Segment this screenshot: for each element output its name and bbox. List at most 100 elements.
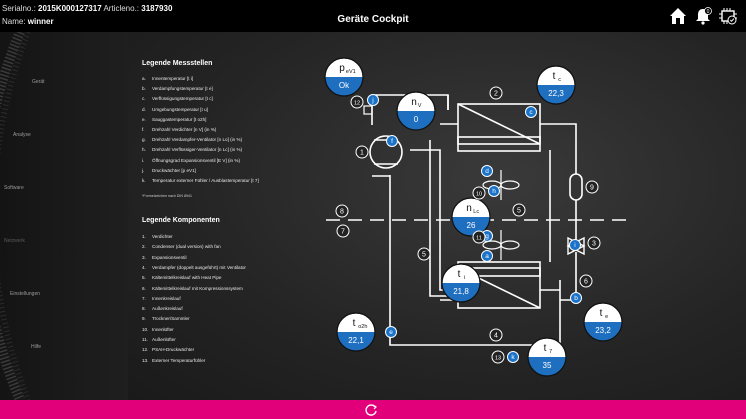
- component-number: 12: [350, 95, 364, 109]
- legend-komponenten-item: 8. Außenkreislauf: [142, 306, 183, 311]
- device-chip-icon[interactable]: [718, 6, 738, 26]
- component-number: 4: [489, 328, 503, 342]
- legend-text: Innenkreislauf: [152, 295, 181, 301]
- legend-key: 4.: [142, 264, 146, 270]
- sensor-tag-j[interactable]: j: [367, 94, 379, 106]
- legend-key: j.: [142, 167, 145, 173]
- legend-key: 6.: [142, 285, 146, 291]
- sidebar-item-netzwerk[interactable]: Netzwerk: [4, 238, 25, 244]
- gauge-value: Ok: [339, 81, 350, 90]
- component-number: 1: [355, 145, 369, 159]
- sensor-tag-k[interactable]: k: [507, 351, 519, 363]
- legend-text: PSAH-Druckwächter: [152, 347, 195, 353]
- legend-key: a.: [142, 76, 146, 81]
- legend-komponenten-item: 11.Außenlüfter: [142, 337, 176, 342]
- refresh-icon[interactable]: [364, 403, 378, 417]
- component-number-label: 12: [354, 100, 360, 106]
- gauge-value: 22,1: [348, 336, 364, 345]
- legend-messstellen-item: b.Verdampfungstemperatur [t e]: [142, 86, 213, 91]
- legend-text: Druckwächter [p eV1]: [152, 167, 196, 173]
- legend-text: Verflüssigungstemperatur [t c]: [152, 96, 213, 102]
- component-number-label: 5: [422, 251, 426, 258]
- component-number: 5: [417, 247, 431, 261]
- legend-komponenten-item: 1.Verdichter: [142, 234, 173, 239]
- component-number: 8: [335, 204, 349, 218]
- gauge-sub-label: eV1: [346, 69, 356, 75]
- legend-komponenten-item: 6.Kältemittelkreislauf mit Kompressionss…: [142, 286, 243, 291]
- legend-messstellen-item: j. Druckwächter [p eV1]: [142, 168, 196, 173]
- sensor-tag-label: j: [371, 97, 373, 104]
- sidebar-item-geraet[interactable]: Gerät: [32, 79, 45, 85]
- serial-label: Serialno.:: [2, 4, 36, 13]
- legend-text: Condenser (dual version) with fan: [152, 244, 221, 250]
- gauge-label: p: [339, 63, 345, 74]
- sensor-tag-b[interactable]: b: [570, 292, 582, 304]
- legend-text: Verdichter: [152, 234, 173, 239]
- gauge-label: n: [466, 203, 472, 214]
- sensor-tag-label: g: [485, 233, 489, 240]
- gauge-label: t: [553, 71, 556, 82]
- sidebar-item-hilfe[interactable]: Hilfe: [31, 344, 42, 350]
- gauge-label: t: [544, 343, 547, 354]
- legend-key: f.: [142, 127, 145, 132]
- bottom-bar: [0, 400, 746, 419]
- sensor-tag-c[interactable]: c: [525, 106, 537, 118]
- gauge-sub-label: Lc: [473, 209, 479, 215]
- sidebar-item-einstellungen[interactable]: Einstellungen: [10, 291, 41, 297]
- legend-messstellen-title: Legende Messstellen: [142, 60, 213, 67]
- component-number: 11: [472, 230, 486, 244]
- legend-key: 13.: [142, 357, 149, 363]
- legend-text: Drehzahl Verdampfer-Ventilator [n Lo] (i…: [152, 137, 243, 143]
- legend-key: 8.: [142, 306, 146, 312]
- sidebar-item-analyse[interactable]: Analyse: [13, 132, 31, 138]
- component-number-label: 3: [592, 240, 596, 247]
- sensor-tag-e[interactable]: e: [385, 326, 397, 338]
- component-number-label: 1: [360, 149, 364, 156]
- component-number-label: 6: [584, 278, 588, 285]
- page-title: Geräte Cockpit: [337, 14, 409, 25]
- sensor-tag-i[interactable]: i: [569, 239, 581, 251]
- home-icon[interactable]: [668, 6, 688, 26]
- bell-icon[interactable]: 0: [693, 6, 713, 26]
- component-number-label: 13: [495, 355, 501, 361]
- gauge-label: t: [600, 308, 603, 319]
- component-number: 7: [336, 224, 350, 238]
- sidebar-item-software[interactable]: Software: [4, 185, 24, 191]
- legend-footnote: *Formelzeichen nach DIN 8941: [142, 194, 192, 198]
- legend-komponenten-item: 12.PSAH-Druckwächter: [142, 347, 194, 352]
- legend-key: 9.: [142, 316, 146, 322]
- legend-messstellen-item: g.Drehzahl Verdampfer-Ventilator [n Lo] …: [142, 137, 242, 142]
- sensor-tag-a[interactable]: a: [481, 250, 493, 262]
- sensor-tag-label: i: [574, 242, 575, 249]
- component-number-label: 7: [341, 228, 345, 235]
- sensor-tag-f[interactable]: f: [386, 135, 398, 147]
- legend-key: c.: [142, 96, 146, 102]
- gauge-sub-label: c: [558, 77, 561, 83]
- gauge-sub-label: e: [605, 314, 608, 320]
- sensor-tag-d[interactable]: d: [481, 165, 493, 177]
- legend-text: Außenkreislauf: [152, 306, 183, 312]
- legend-text: Trockner/Sammler: [152, 316, 190, 322]
- component-number: 6: [579, 274, 593, 288]
- gauge-value: 22,3: [548, 89, 564, 98]
- serial-value: 2015K000127317: [38, 4, 102, 13]
- component-number: 2: [489, 86, 503, 100]
- component-number-label: 9: [590, 184, 594, 191]
- legend-text: Expansionsventil: [152, 254, 187, 260]
- component-number-label: 2: [494, 90, 498, 97]
- legend-text: Kältemittelkreislauf with Heat Pipe: [152, 275, 222, 281]
- sensor-tag-h[interactable]: h: [488, 185, 500, 197]
- legend-text: Drehzahl Verflüssiger-Ventilator [n Lc] …: [152, 147, 243, 153]
- legend-messstellen-item: h.Drehzahl Verflüssiger-Ventilator [n Lc…: [142, 147, 242, 152]
- legend-text: Verdampfungstemperatur [t e]: [152, 86, 213, 92]
